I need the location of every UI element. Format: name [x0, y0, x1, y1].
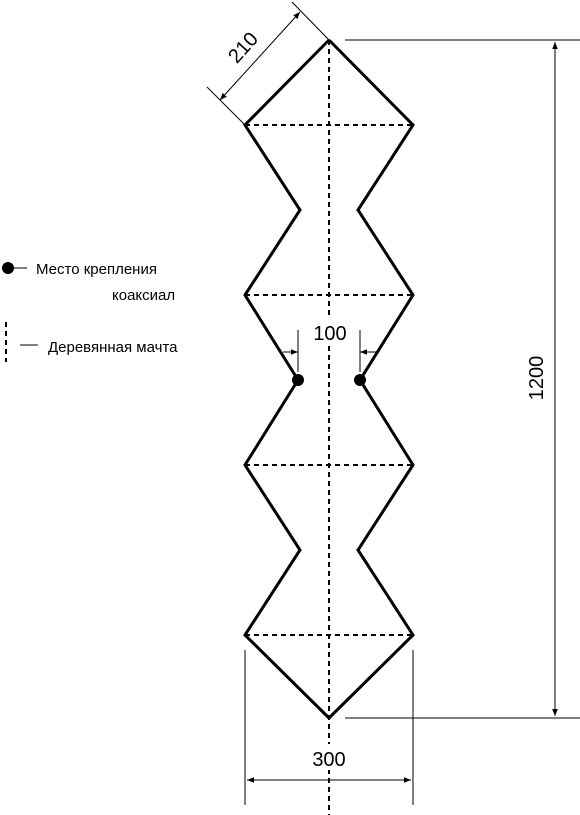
dimension-width: 300	[244, 650, 414, 805]
antenna-left-element	[243, 38, 331, 720]
legend-mount-point-label-2: коаксиал	[112, 287, 175, 304]
dimension-side-label: 210	[224, 28, 263, 68]
dimension-height: 1200	[345, 39, 580, 719]
dimension-width-label: 300	[312, 749, 345, 771]
dimension-gap: 100	[283, 318, 376, 372]
legend-mount-point-icon	[2, 262, 14, 274]
legend: Место крепления коаксиал Деревянная мачт…	[2, 261, 178, 362]
dimension-side: 210	[206, 1, 330, 126]
feed-point-left	[292, 374, 304, 386]
legend-mast-label: Деревянная мачта	[48, 339, 178, 356]
antenna-right-element	[327, 38, 415, 720]
dimension-gap-label: 100	[313, 323, 346, 345]
dashed-cross-members	[245, 124, 413, 636]
dimension-height-label: 1200	[526, 356, 548, 401]
feed-point-right	[354, 374, 366, 386]
legend-mount-point-label: Место крепления	[36, 261, 157, 278]
